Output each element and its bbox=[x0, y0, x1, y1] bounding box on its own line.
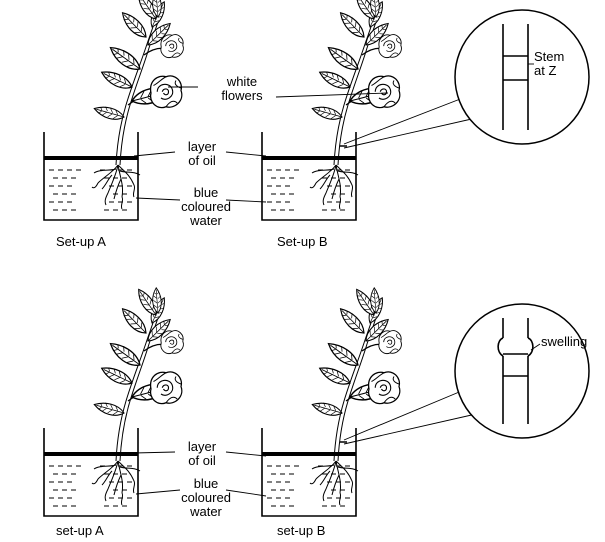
beaker-bottom-b bbox=[261, 427, 357, 517]
magnified-stem-circle-top bbox=[454, 9, 590, 145]
label-blue-water-top-line1: blue bbox=[193, 185, 219, 200]
label-blue-water-top-line2: coloured bbox=[181, 199, 231, 214]
magnified-stem-bottom bbox=[497, 318, 534, 424]
label-layer-of-oil-bottom: layer of oil bbox=[177, 440, 227, 468]
label-stem-at-z-line1: Stem bbox=[534, 49, 565, 64]
label-layer-of-oil-top-line1: layer bbox=[187, 139, 217, 154]
label-setup-a-top: Set-up A bbox=[56, 234, 106, 249]
label-layer-of-oil-top-line2: of oil bbox=[188, 153, 216, 168]
label-white-flowers-line1: white bbox=[226, 74, 258, 89]
label-layer-of-oil-bottom-line2: of oil bbox=[188, 453, 216, 468]
label-blue-water-bottom-line1: blue bbox=[193, 476, 219, 491]
label-stem-at-z: Stem at Z bbox=[534, 50, 564, 78]
label-blue-water-bottom-line2: coloured bbox=[181, 490, 231, 505]
label-blue-water-bottom: blue coloured water bbox=[176, 477, 236, 519]
beaker-bottom-a bbox=[43, 427, 139, 517]
top-leader-lines bbox=[133, 86, 477, 203]
label-white-flowers-line2: flowers bbox=[221, 88, 263, 103]
label-stem-at-z-line2: at Z bbox=[534, 63, 557, 78]
magnified-stem-top bbox=[502, 24, 529, 130]
label-setup-b-top: Set-up B bbox=[277, 234, 328, 249]
label-white-flowers: white flowers bbox=[212, 75, 272, 103]
label-blue-water-top: blue coloured water bbox=[176, 186, 236, 228]
beaker-top-a bbox=[43, 131, 139, 221]
label-blue-water-top-line3: water bbox=[190, 213, 222, 228]
magnified-stem-circle-bottom bbox=[454, 303, 590, 439]
label-layer-of-oil-bottom-line1: layer bbox=[187, 439, 217, 454]
label-blue-water-bottom-line3: water bbox=[190, 504, 222, 519]
beaker-top-b bbox=[261, 131, 357, 221]
swelling-leader bbox=[530, 343, 541, 351]
label-setup-b-bottom: set-up B bbox=[277, 523, 326, 538]
label-setup-a-bottom: set-up A bbox=[56, 523, 104, 538]
label-swelling: swelling bbox=[541, 334, 588, 349]
bottom-leader-lines bbox=[133, 389, 477, 497]
label-layer-of-oil-top: layer of oil bbox=[177, 140, 227, 168]
